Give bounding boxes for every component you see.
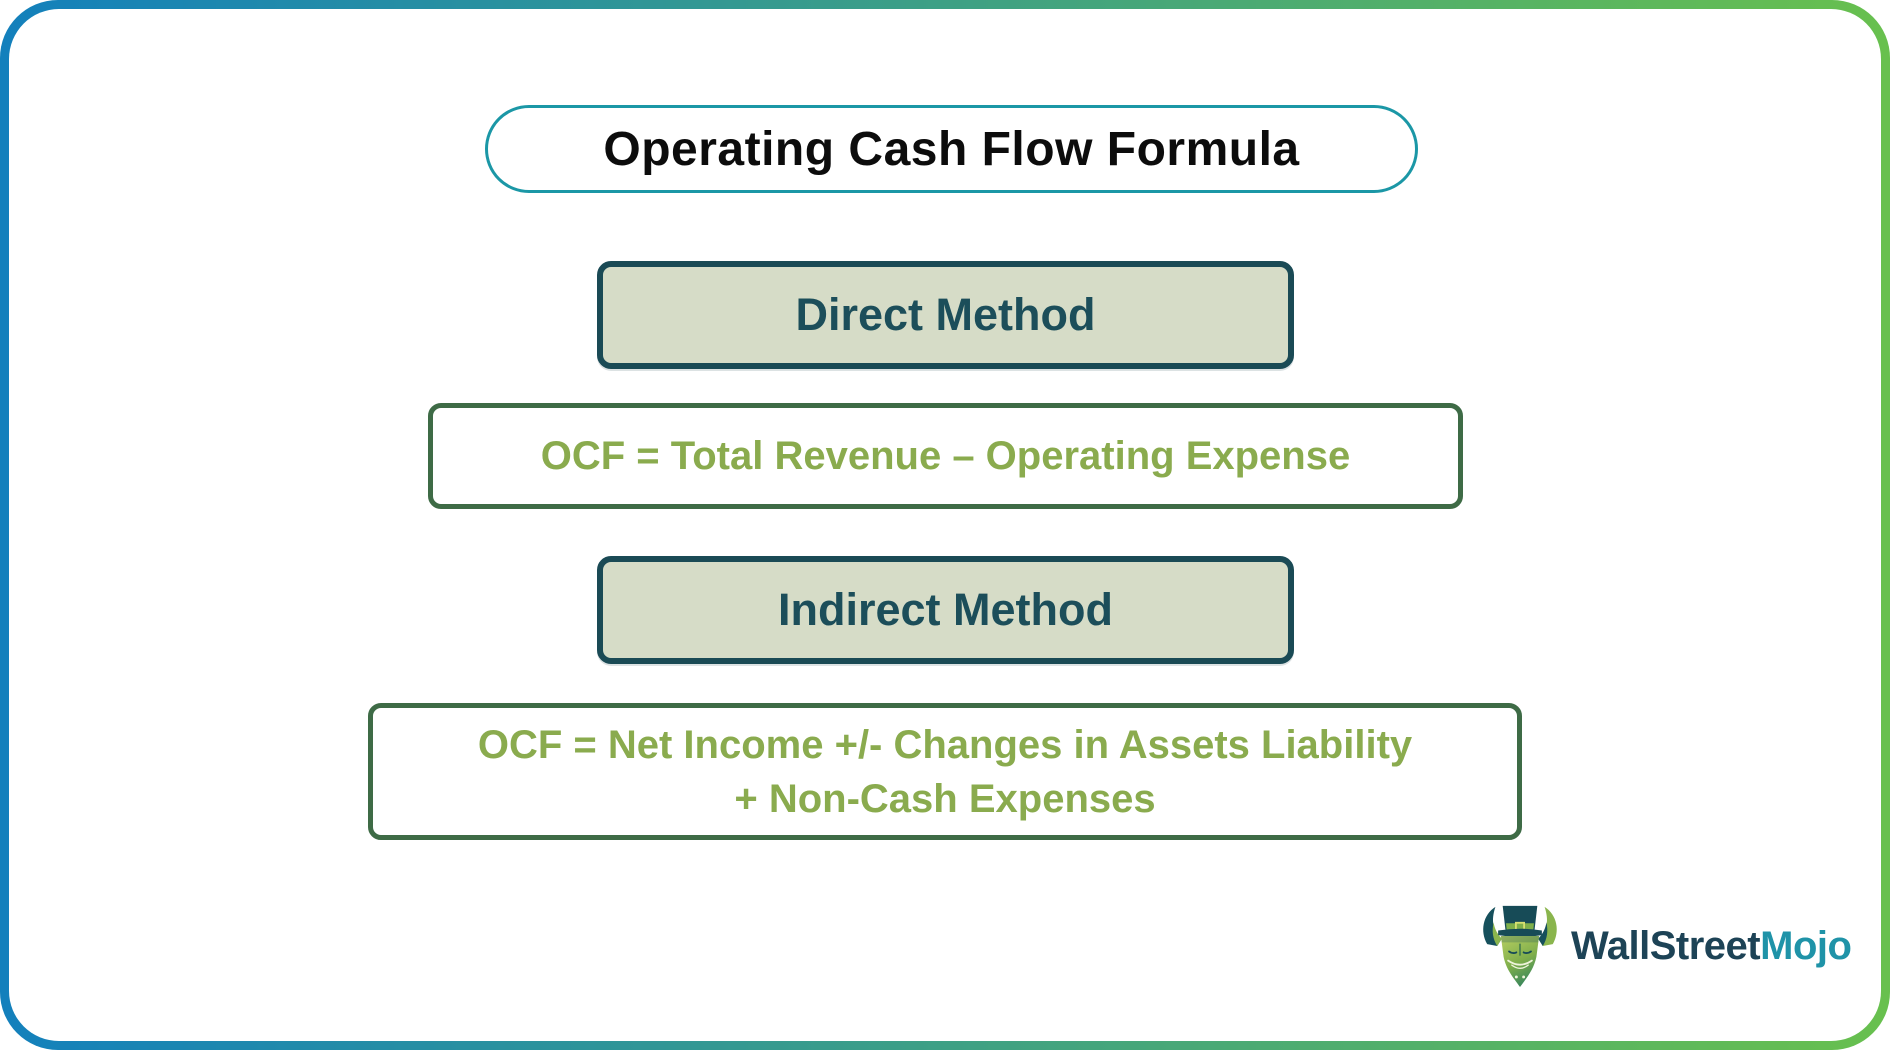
wallstreetmojo-logo: WallStreetMojo (1479, 900, 1852, 992)
indirect-method-formula-line2: + Non-Cash Expenses (734, 776, 1156, 821)
brand-name: WallStreetMojo (1571, 923, 1852, 969)
indirect-method-label: Indirect Method (778, 584, 1113, 635)
brand-name-wallstreet: WallStreet (1571, 923, 1761, 968)
page-title: Operating Cash Flow Formula (603, 122, 1300, 176)
direct-method-label: Direct Method (795, 289, 1096, 340)
direct-method-box: Direct Method (597, 261, 1294, 369)
indirect-method-box: Indirect Method (597, 556, 1294, 664)
indirect-method-formula-line1: OCF = Net Income +/- Changes in Assets L… (477, 722, 1413, 767)
indirect-method-formula-box: OCF = Net Income +/- Changes in Assets L… (368, 703, 1522, 840)
brand-name-mojo: Mojo (1760, 923, 1852, 968)
direct-method-formula: OCF = Total Revenue – Operating Expense (540, 434, 1351, 478)
bull-with-top-hat-icon (1483, 905, 1557, 987)
title-pill: Operating Cash Flow Formula (485, 105, 1418, 193)
direct-method-formula-box: OCF = Total Revenue – Operating Expense (428, 403, 1463, 509)
